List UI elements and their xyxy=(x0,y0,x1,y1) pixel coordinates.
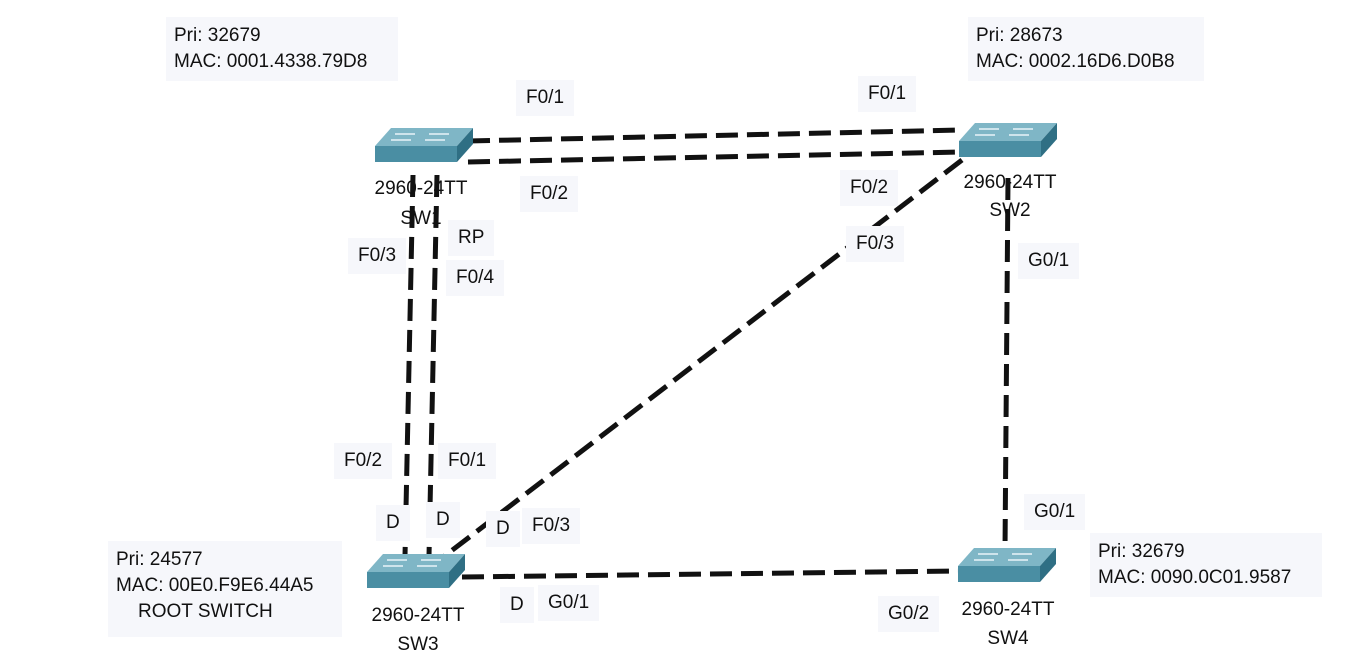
sw2-info-box: Pri: 28673 MAC: 0002.16D6.D0B8 xyxy=(968,17,1204,81)
port-label-sw3-d3: D xyxy=(486,511,520,547)
sw3-mac: MAC: 00E0.F9E6.44A5 xyxy=(116,575,314,596)
sw1-mac: MAC: 0001.4338.79D8 xyxy=(174,51,368,72)
sw1-priority: Pri: 32679 xyxy=(174,25,261,46)
sw3-name: SW3 xyxy=(397,634,439,655)
link-sw1-sw3-f04 xyxy=(426,174,440,557)
link-sw3-sw4 xyxy=(461,568,959,580)
link-sw2-sw3-f03 xyxy=(440,158,964,560)
port-label-sw1-f02: F0/2 xyxy=(520,176,579,212)
link-sw1-sw2-f02 xyxy=(467,149,963,165)
port-label-sw3-g01: G0/1 xyxy=(538,585,600,621)
link-sw2-sw4-g01 xyxy=(1002,177,1011,551)
sw2-switch-device[interactable] xyxy=(957,121,1057,157)
sw2-priority: Pri: 28673 xyxy=(976,25,1063,46)
network-switch-icon xyxy=(959,123,1057,157)
port-label-sw1-rp: RP xyxy=(448,220,495,256)
link-sw1-sw2-f01 xyxy=(467,127,963,144)
sw3-info-box: Pri: 24577 MAC: 00E0.F9E6.44A5 ROOT SWIT… xyxy=(108,541,342,637)
sw4-switch-device[interactable] xyxy=(956,546,1056,582)
network-switch-icon xyxy=(367,554,465,588)
sw2-name: SW2 xyxy=(989,200,1031,221)
sw4-priority: Pri: 32679 xyxy=(1098,541,1185,562)
sw4-name: SW4 xyxy=(987,628,1029,649)
sw3-model: 2960-24TT xyxy=(371,605,465,626)
port-label-sw1-f04: F0/4 xyxy=(446,260,505,296)
sw4-model: 2960-24TT xyxy=(961,599,1055,620)
sw2-model: 2960-24TT xyxy=(963,172,1057,193)
port-label-sw3-d2: D xyxy=(426,502,460,538)
sw1-name: SW1 xyxy=(400,208,442,229)
sw4-info-box: Pri: 32679 MAC: 0090.0C01.9587 xyxy=(1090,533,1322,597)
port-label-sw1-f03: F0/3 xyxy=(348,238,407,274)
link-sw1-sw3-f03 xyxy=(402,174,416,557)
sw3-priority: Pri: 24577 xyxy=(116,549,203,570)
network-switch-icon xyxy=(958,548,1056,582)
sw3-role: ROOT SWITCH xyxy=(138,601,273,622)
network-switch-icon xyxy=(375,128,473,162)
sw1-model: 2960-24TT xyxy=(374,178,468,199)
sw3-switch-device[interactable] xyxy=(365,552,465,588)
port-label-sw1-f01: F0/1 xyxy=(516,80,575,116)
sw1-switch-device[interactable] xyxy=(373,126,473,162)
port-label-sw4-g02: G0/2 xyxy=(878,596,940,632)
port-label-sw3-d4: D xyxy=(500,587,534,623)
sw4-mac: MAC: 0090.0C01.9587 xyxy=(1098,567,1292,588)
sw1-info-box: Pri: 32679 MAC: 0001.4338.79D8 xyxy=(166,17,398,81)
port-label-sw3-f01: F0/1 xyxy=(438,443,497,479)
sw2-mac: MAC: 0002.16D6.D0B8 xyxy=(976,51,1175,72)
port-label-sw3-f03: F0/3 xyxy=(522,508,581,544)
port-label-sw2-f03: F0/3 xyxy=(846,226,905,262)
port-label-sw3-f02: F0/2 xyxy=(334,443,393,479)
port-label-sw3-d1: D xyxy=(376,505,410,541)
port-label-sw2-g01: G0/1 xyxy=(1018,243,1080,279)
port-label-sw2-f02: F0/2 xyxy=(840,170,899,206)
port-label-sw2-f01: F0/1 xyxy=(858,76,917,112)
port-label-sw4-g01: G0/1 xyxy=(1024,494,1086,530)
